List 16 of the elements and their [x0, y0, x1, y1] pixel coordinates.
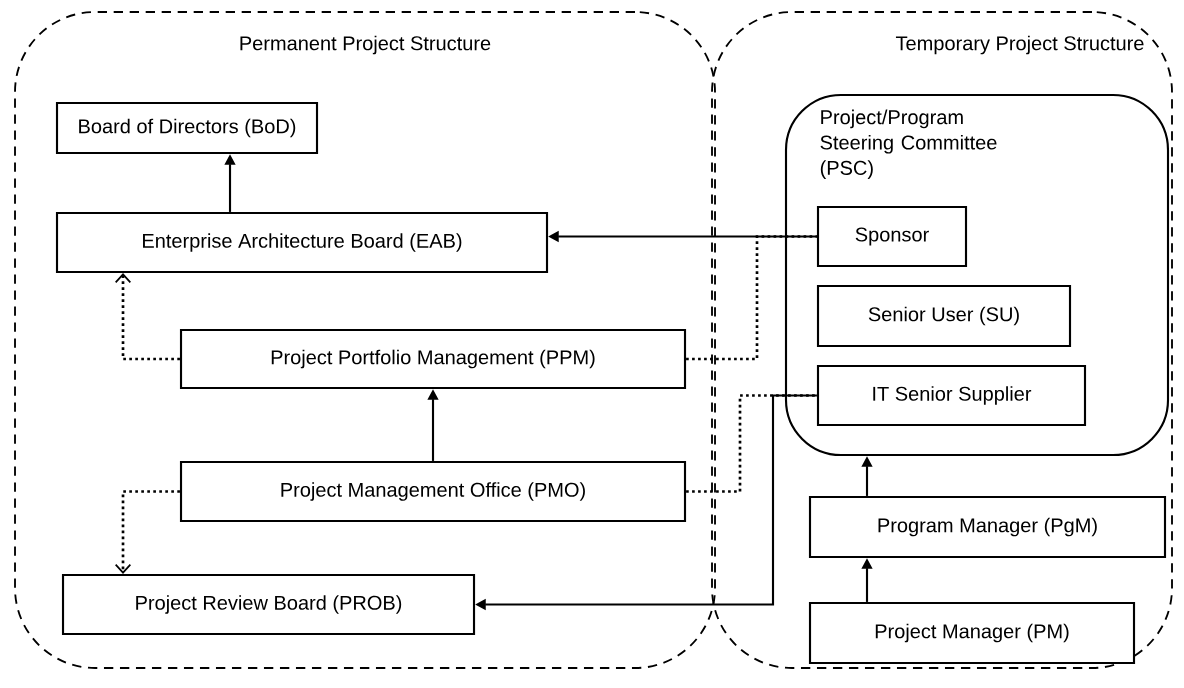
arrow	[114, 273, 180, 361]
region-title: Temporary Project Structure	[895, 35, 1144, 55]
role-box: Enterprise Architecture Board (EAB)	[55, 211, 549, 274]
role-box: Project Portfolio Management (PPM)	[179, 328, 687, 390]
role-box: Senior User (SU)	[816, 284, 1072, 348]
committee-title: Project/Program Steering Committee (PSC)	[820, 109, 997, 179]
role-box: IT Senior Supplier	[816, 364, 1087, 427]
role-box: Project Manager (PM)	[808, 601, 1136, 665]
role-box: Project Management Office (PMO)	[179, 460, 687, 523]
role-box: Project Review Board (PROB)	[61, 573, 476, 636]
role-box: Board of Directors (BoD)	[55, 101, 319, 155]
connector-line	[686, 235, 817, 361]
role-box: Program Manager (PgM)	[808, 495, 1167, 559]
role-box: Sponsor	[816, 205, 968, 268]
region-title: Permanent Project Structure	[240, 35, 491, 55]
arrow	[114, 490, 180, 574]
